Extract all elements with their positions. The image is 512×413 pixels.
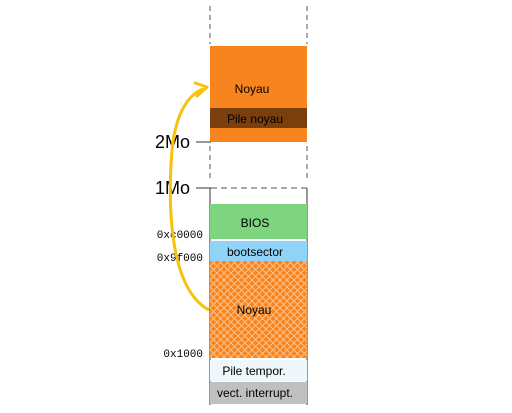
noyau-low-label: Noyau	[237, 303, 272, 317]
pile-noyau-label: Pile noyau	[227, 112, 283, 126]
relocation-arrow	[168, 87, 210, 312]
pile-tempor-label: Pile tempor.	[222, 364, 285, 378]
pile-noyau-block	[210, 108, 307, 128]
pile-tempor-block	[210, 360, 307, 381]
bios-address-label: 0xc0000	[157, 230, 203, 242]
noyau-address-label: 0x1000	[163, 349, 203, 361]
noyau-high-block	[210, 46, 307, 108]
bootsector-block	[210, 241, 307, 261]
bootsector-address-label: 0x9f000	[157, 253, 203, 265]
relocation-arrow-head	[193, 81, 209, 98]
one-mo-label: 1Mo	[155, 178, 190, 198]
bios-label: BIOS	[241, 216, 270, 230]
vect-interrupt-label: vect. interrupt.	[217, 386, 293, 400]
vect-interrupt-block	[210, 382, 307, 404]
bootsector-label: bootsector	[227, 245, 283, 259]
bios-block	[210, 204, 307, 239]
noyau-high-label: Noyau	[235, 82, 270, 96]
noyau-low-block	[210, 261, 307, 358]
noyau-high-bottom-block	[210, 128, 307, 142]
